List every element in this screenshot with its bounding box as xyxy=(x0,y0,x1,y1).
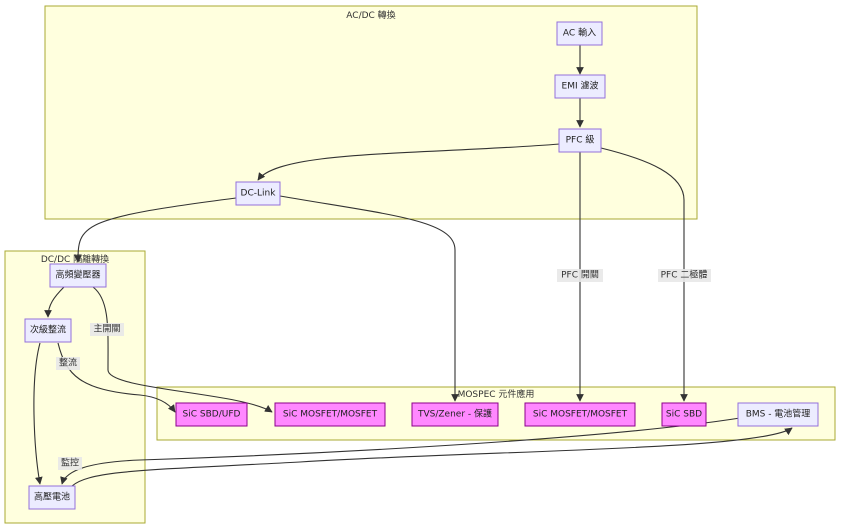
node-ac-input-label: AC 輸入 xyxy=(563,27,596,39)
node-sic-sbd-ufd[interactable]: SiC SBD/UFD xyxy=(175,402,248,427)
node-emi-filter-label: EMI 濾波 xyxy=(562,80,599,92)
node-secondary-rectifier[interactable]: 次級整流 xyxy=(24,318,72,343)
edge-label-main-switch-text: 主開關 xyxy=(93,323,120,335)
edge-label-pfc-diode-text: PFC 二極體 xyxy=(661,269,708,281)
node-sic-mosfet-2[interactable]: SiC MOSFET/MOSFET xyxy=(524,402,636,427)
cluster-dcdc-title: DC/DC 隔離轉換 xyxy=(41,253,109,265)
node-sic-mosfet-2-label: SiC MOSFET/MOSFET xyxy=(533,410,628,420)
node-pfc-stage[interactable]: PFC 級 xyxy=(558,128,602,153)
node-secondary-rectifier-label: 次級整流 xyxy=(30,324,66,336)
node-tvs-zener[interactable]: TVS/Zener - 保護 xyxy=(411,402,499,427)
cluster-mospec-title: MOSPEC 元件應用 xyxy=(458,388,535,400)
edge-label-rectify: 整流 xyxy=(56,357,80,370)
node-dc-link[interactable]: DC-Link xyxy=(235,181,281,206)
node-ac-input[interactable]: AC 輸入 xyxy=(556,21,603,46)
cluster-acdc-title: AC/DC 轉換 xyxy=(346,9,395,21)
edge-label-pfc-switch-text: PFC 開關 xyxy=(561,270,599,281)
node-hf-transformer-label: 高頻變壓器 xyxy=(55,269,100,281)
edge-pfc-to-dclink xyxy=(257,143,561,181)
node-bms-label: BMS - 電池管理 xyxy=(746,408,811,420)
edge-pfc-to-sic-sbd xyxy=(600,147,688,402)
node-bms[interactable]: BMS - 電池管理 xyxy=(737,402,819,427)
node-emi-filter[interactable]: EMI 濾波 xyxy=(554,74,606,99)
node-sic-sbd-label: SiC SBD xyxy=(666,410,702,420)
edge-label-monitor: 監控 xyxy=(58,457,82,470)
node-hf-transformer[interactable]: 高頻變壓器 xyxy=(49,263,107,288)
edge-battery-to-bms xyxy=(71,427,793,487)
cluster-mospec: MOSPEC 元件應用 xyxy=(156,386,836,441)
node-sic-sbd-ufd-label: SiC SBD/UFD xyxy=(183,410,241,420)
node-hv-battery[interactable]: 高壓電池 xyxy=(28,485,76,510)
node-hv-battery-label: 高壓電池 xyxy=(34,491,70,503)
node-sic-mosfet-1-label: SiC MOSFET/MOSFET xyxy=(283,410,378,420)
edge-rectifier-to-battery xyxy=(33,342,43,485)
edge-dclink-to-tvs xyxy=(279,195,459,402)
node-sic-mosfet-1[interactable]: SiC MOSFET/MOSFET xyxy=(274,402,386,427)
cluster-dcdc: DC/DC 隔離轉換 xyxy=(4,250,146,524)
node-sic-sbd[interactable]: SiC SBD xyxy=(661,402,707,427)
edge-transformer-to-sic-mosfet xyxy=(92,286,273,413)
edge-label-main-switch: 主開關 xyxy=(90,323,124,336)
edge-transformer-to-rectifier xyxy=(44,286,65,318)
edge-label-pfc-diode: PFC 二極體 xyxy=(658,269,711,282)
edge-label-pfc-switch: PFC 開關 xyxy=(557,269,603,282)
edge-bms-to-battery xyxy=(60,417,741,485)
edge-dclink-to-transformer xyxy=(74,197,237,263)
edges xyxy=(33,45,793,487)
node-pfc-stage-label: PFC 級 xyxy=(566,134,595,146)
edge-label-rectify-text: 整流 xyxy=(59,357,77,369)
edge-label-monitor-text: 監控 xyxy=(61,457,79,469)
node-dc-link-label: DC-Link xyxy=(241,189,277,199)
node-tvs-zener-label: TVS/Zener - 保護 xyxy=(417,408,492,420)
